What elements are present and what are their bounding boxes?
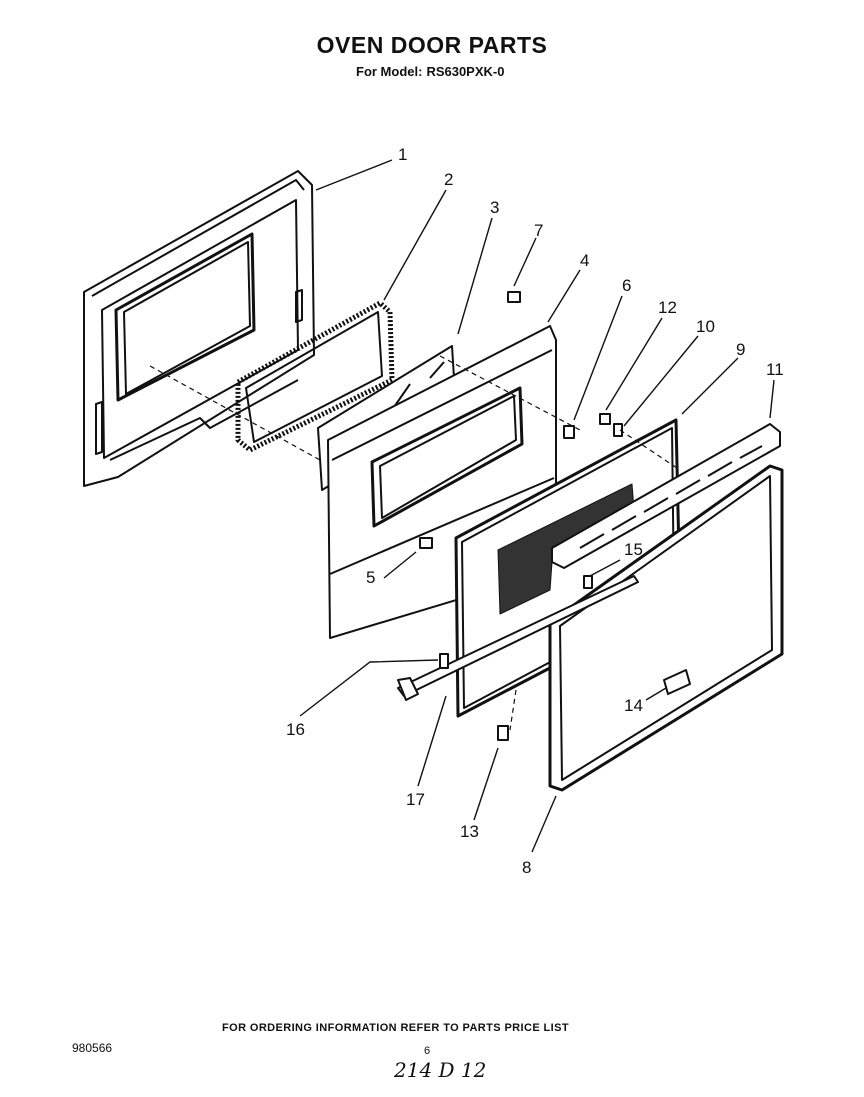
part-14-latch bbox=[663, 669, 691, 695]
callout-6: 6 bbox=[622, 276, 632, 295]
callout-15: 15 bbox=[624, 540, 643, 559]
callout-11: 11 bbox=[766, 360, 784, 379]
handwritten-code: 214 D 12 bbox=[394, 1058, 487, 1082]
part-outer-window-frame bbox=[548, 464, 784, 792]
model-line: For Model:RS630PXK-0 bbox=[356, 64, 508, 79]
document-number: 980566 bbox=[72, 1041, 113, 1055]
callout-1: 1 bbox=[398, 145, 408, 164]
callout-7: 7 bbox=[534, 221, 544, 240]
part-13-clip bbox=[497, 725, 509, 741]
callout-9: 9 bbox=[736, 340, 746, 359]
callout-3: 3 bbox=[490, 198, 500, 217]
model-prefix: For Model: bbox=[356, 64, 423, 79]
part-door-gasket bbox=[235, 300, 395, 453]
callout-8: 8 bbox=[522, 858, 532, 877]
part-door-handle bbox=[397, 575, 639, 701]
part-10-bracket bbox=[613, 423, 623, 437]
callout-4: 4 bbox=[580, 251, 590, 270]
callout-12: 12 bbox=[658, 298, 677, 317]
part-7-clip bbox=[507, 291, 521, 303]
part-outer-door-panel bbox=[83, 170, 315, 487]
callout-2: 2 bbox=[444, 170, 454, 189]
part-6-clip bbox=[563, 425, 575, 439]
model-number: RS630PXK-0 bbox=[426, 64, 505, 79]
callout-10: 10 bbox=[696, 317, 715, 336]
part-15-bracket bbox=[583, 575, 593, 589]
part-16-bracket bbox=[439, 653, 449, 669]
callout-16: 16 bbox=[286, 720, 305, 739]
part-5-clip bbox=[419, 537, 433, 549]
page-number: 6 bbox=[424, 1045, 431, 1057]
page-title: OVEN DOOR PARTS bbox=[316, 32, 548, 58]
callout-17: 17 bbox=[406, 790, 425, 809]
ordering-note: FOR ORDERING INFORMATION REFER TO PARTS … bbox=[222, 1022, 569, 1034]
callout-14: 14 bbox=[624, 696, 643, 715]
callout-13: 13 bbox=[460, 822, 479, 841]
callout-5: 5 bbox=[366, 568, 376, 587]
part-12-screw bbox=[599, 413, 611, 425]
part-vent-channel bbox=[551, 423, 781, 569]
